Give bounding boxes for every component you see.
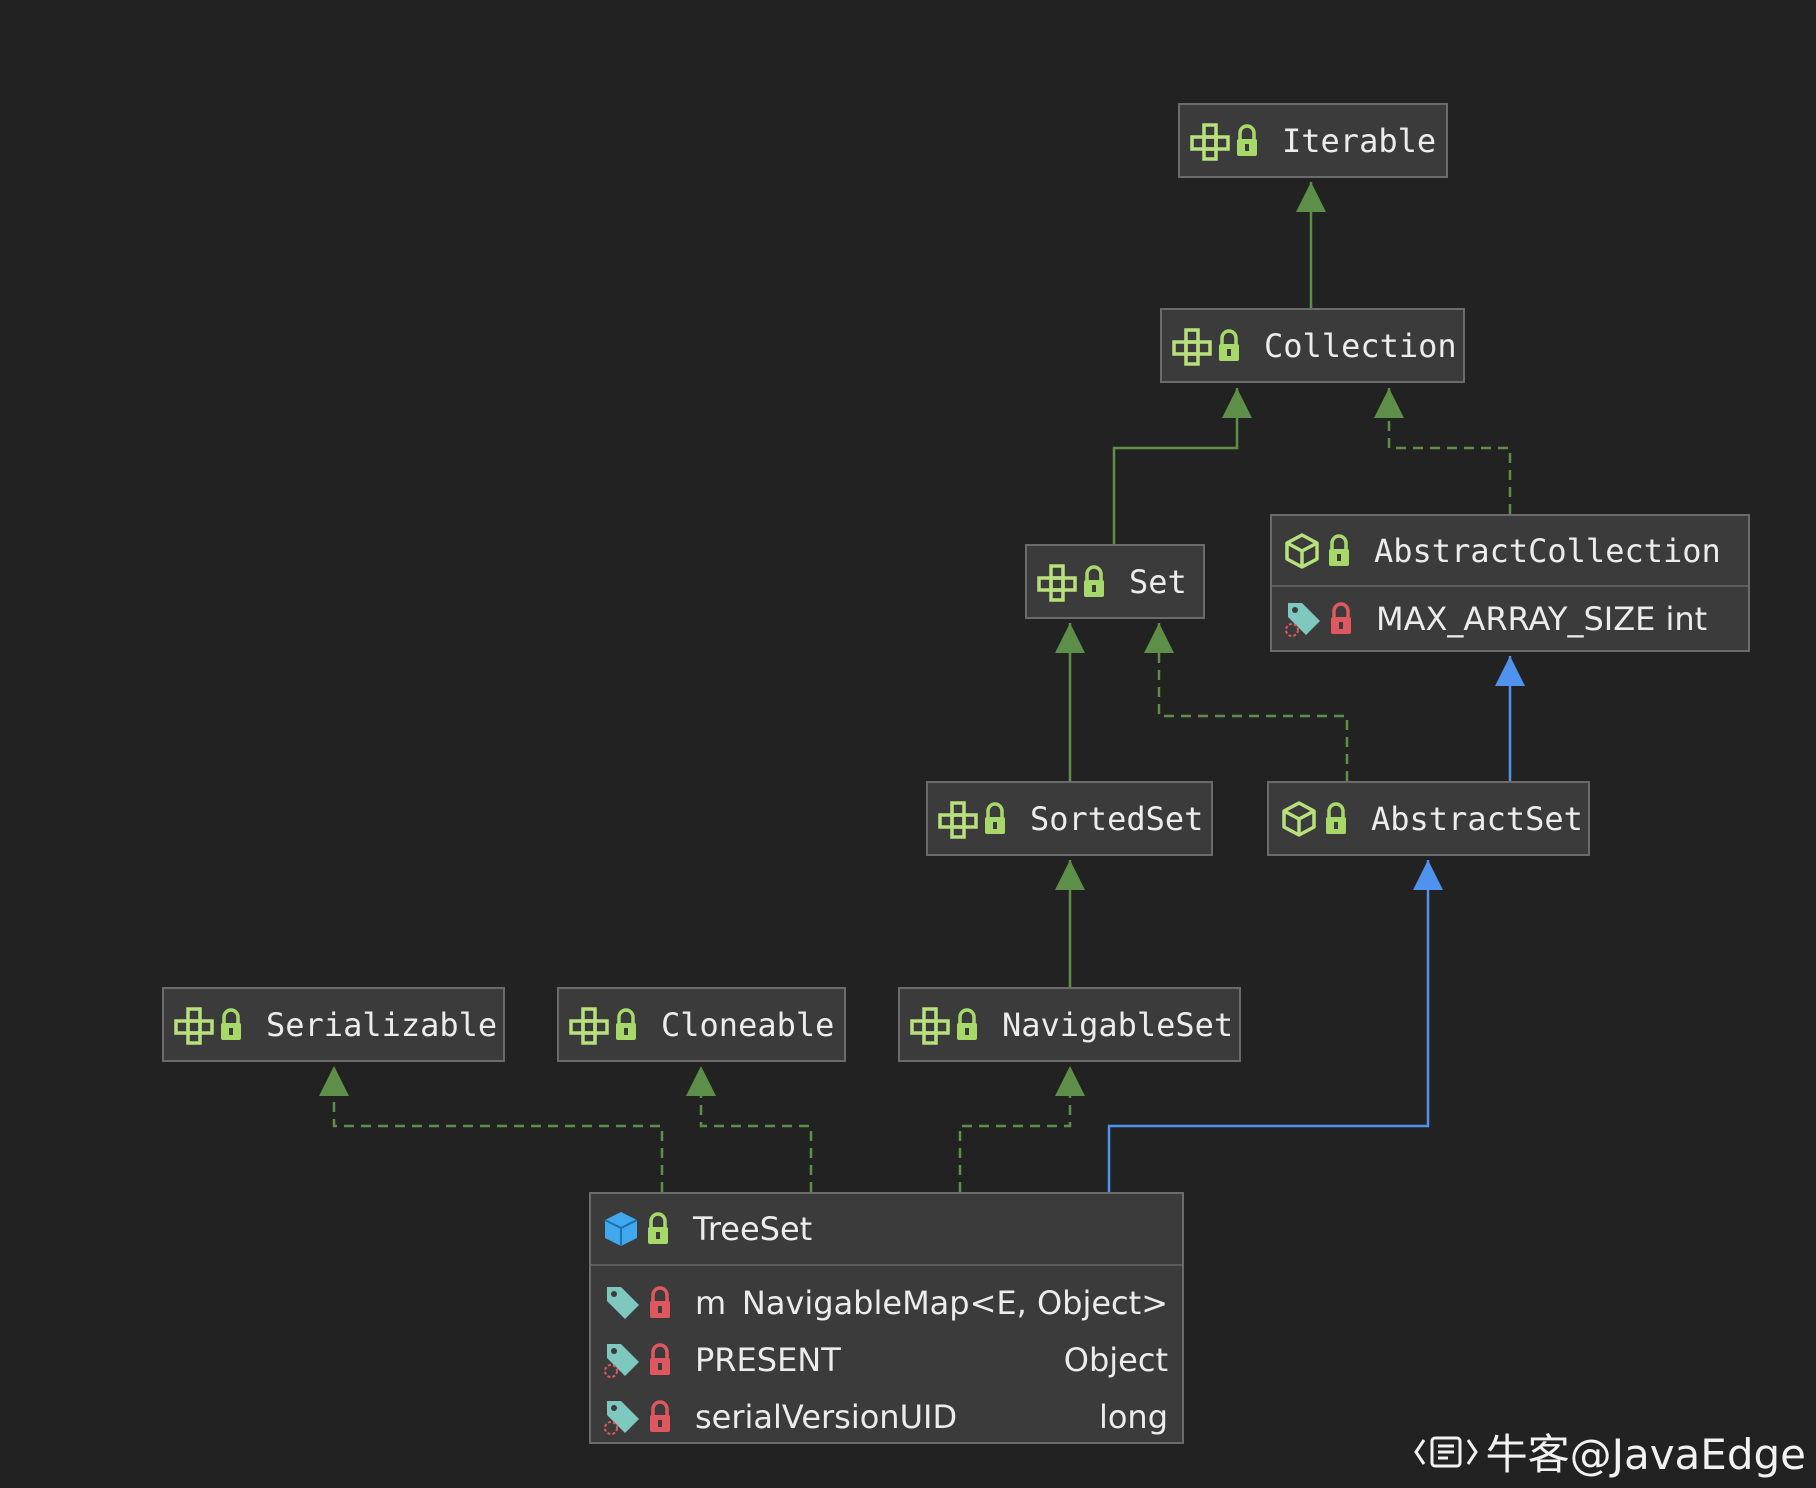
node-set[interactable]: Set [1025,544,1205,619]
public-lock-icon [218,1007,244,1043]
abstract-class-icon [1279,799,1319,839]
edge-navigableset-sortedset-arrowhead [1055,860,1085,890]
field-icon [603,1283,643,1323]
interface-icon [174,1005,214,1045]
edge-treeset-abstractset-arrowhead [1413,860,1443,890]
edge-abstractcollection-collection [1387,388,1512,514]
node-abstract-collection[interactable]: AbstractCollection MAX_ARRAY_SIZE int [1270,514,1750,652]
divider [1272,585,1748,587]
interface-icon [910,1005,950,1045]
edge-treeset-abstractset [1107,860,1430,1192]
private-lock-icon [647,1285,673,1321]
field-row[interactable]: MAX_ARRAY_SIZE int [1272,587,1748,651]
node-title: AbstractSet [1371,800,1583,838]
field-name: PRESENT [695,1340,841,1379]
node-title: Serializable [266,1006,498,1044]
field-row[interactable]: PRESENT Object [591,1331,1182,1388]
node-title: Cloneable [661,1006,835,1044]
field-name: MAX_ARRAY_SIZE int [1376,600,1708,638]
public-lock-icon [954,1007,980,1043]
field-row[interactable]: m NavigableMap<E, Object> [591,1274,1182,1331]
public-lock-icon [982,801,1008,837]
node-title: NavigableSet [1002,1006,1234,1044]
node-title: Collection [1264,327,1457,365]
edge-abstractset-set [1157,623,1349,781]
field-name: m [695,1283,727,1322]
node-abstract-set[interactable]: AbstractSet [1267,781,1590,856]
static-field-icon [1284,599,1324,639]
edge-abstractset-abstractcollection-arrowhead [1495,656,1525,686]
private-lock-icon [647,1399,673,1435]
public-lock-icon [613,1007,639,1043]
node-title: TreeSet [693,1210,813,1248]
field-type: NavigableMap<E, Object> [741,1283,1168,1322]
edge-abstractcollection-collection-arrowhead [1374,388,1404,418]
node-navigable-set[interactable]: NavigableSet [898,987,1241,1062]
node-serializable[interactable]: Serializable [162,987,505,1062]
niuke-logo-icon [1413,1430,1478,1474]
edge-treeset-serializable [332,1066,664,1192]
edge-sortedset-set-arrowhead [1055,623,1085,653]
field-type: long [1098,1397,1168,1436]
edge-set-collection [1112,388,1239,544]
node-cloneable[interactable]: Cloneable [557,987,846,1062]
field-name: serialVersionUID [695,1397,958,1436]
edge-treeset-navigableset-arrowhead [1055,1066,1085,1096]
watermark-text: 牛客@JavaEdge [1485,1430,1806,1479]
private-lock-icon [647,1342,673,1378]
edge-treeset-cloneable [699,1066,813,1192]
public-lock-icon [1323,801,1349,837]
interface-icon [569,1005,609,1045]
edge-set-collection-arrowhead [1222,388,1252,418]
field-row[interactable]: serialVersionUID long [591,1388,1182,1445]
node-title: AbstractCollection [1374,531,1721,570]
public-lock-icon [1234,123,1260,159]
node-title: Iterable [1282,122,1437,160]
edge-treeset-cloneable-arrowhead [686,1066,716,1096]
interface-icon [1190,121,1230,161]
node-collection[interactable]: Collection [1160,308,1465,383]
divider [591,1264,1182,1266]
interface-icon [938,799,978,839]
private-lock-icon [1328,601,1354,637]
public-lock-icon [1081,564,1107,600]
static-field-icon [603,1340,643,1380]
class-icon [601,1209,641,1249]
node-treeset[interactable]: TreeSet m NavigableMap<E, Object> PRESEN… [589,1192,1184,1444]
watermark: 牛客@JavaEdge [1413,1421,1806,1482]
interface-icon [1037,562,1077,602]
edge-abstractset-set-arrowhead [1144,623,1174,653]
node-title: SortedSet [1030,800,1204,838]
edge-treeset-serializable-arrowhead [319,1066,349,1096]
edge-collection-iterable-arrowhead [1296,182,1326,212]
field-type: Object [1063,1340,1168,1379]
edge-treeset-navigableset [958,1066,1072,1192]
interface-icon [1172,326,1212,366]
public-lock-icon [645,1211,671,1247]
node-sorted-set[interactable]: SortedSet [926,781,1213,856]
static-field-icon [603,1397,643,1437]
public-lock-icon [1216,328,1242,364]
public-lock-icon [1326,533,1352,569]
node-title: Set [1129,563,1187,601]
abstract-class-icon [1282,531,1322,571]
node-iterable[interactable]: Iterable [1178,103,1448,178]
